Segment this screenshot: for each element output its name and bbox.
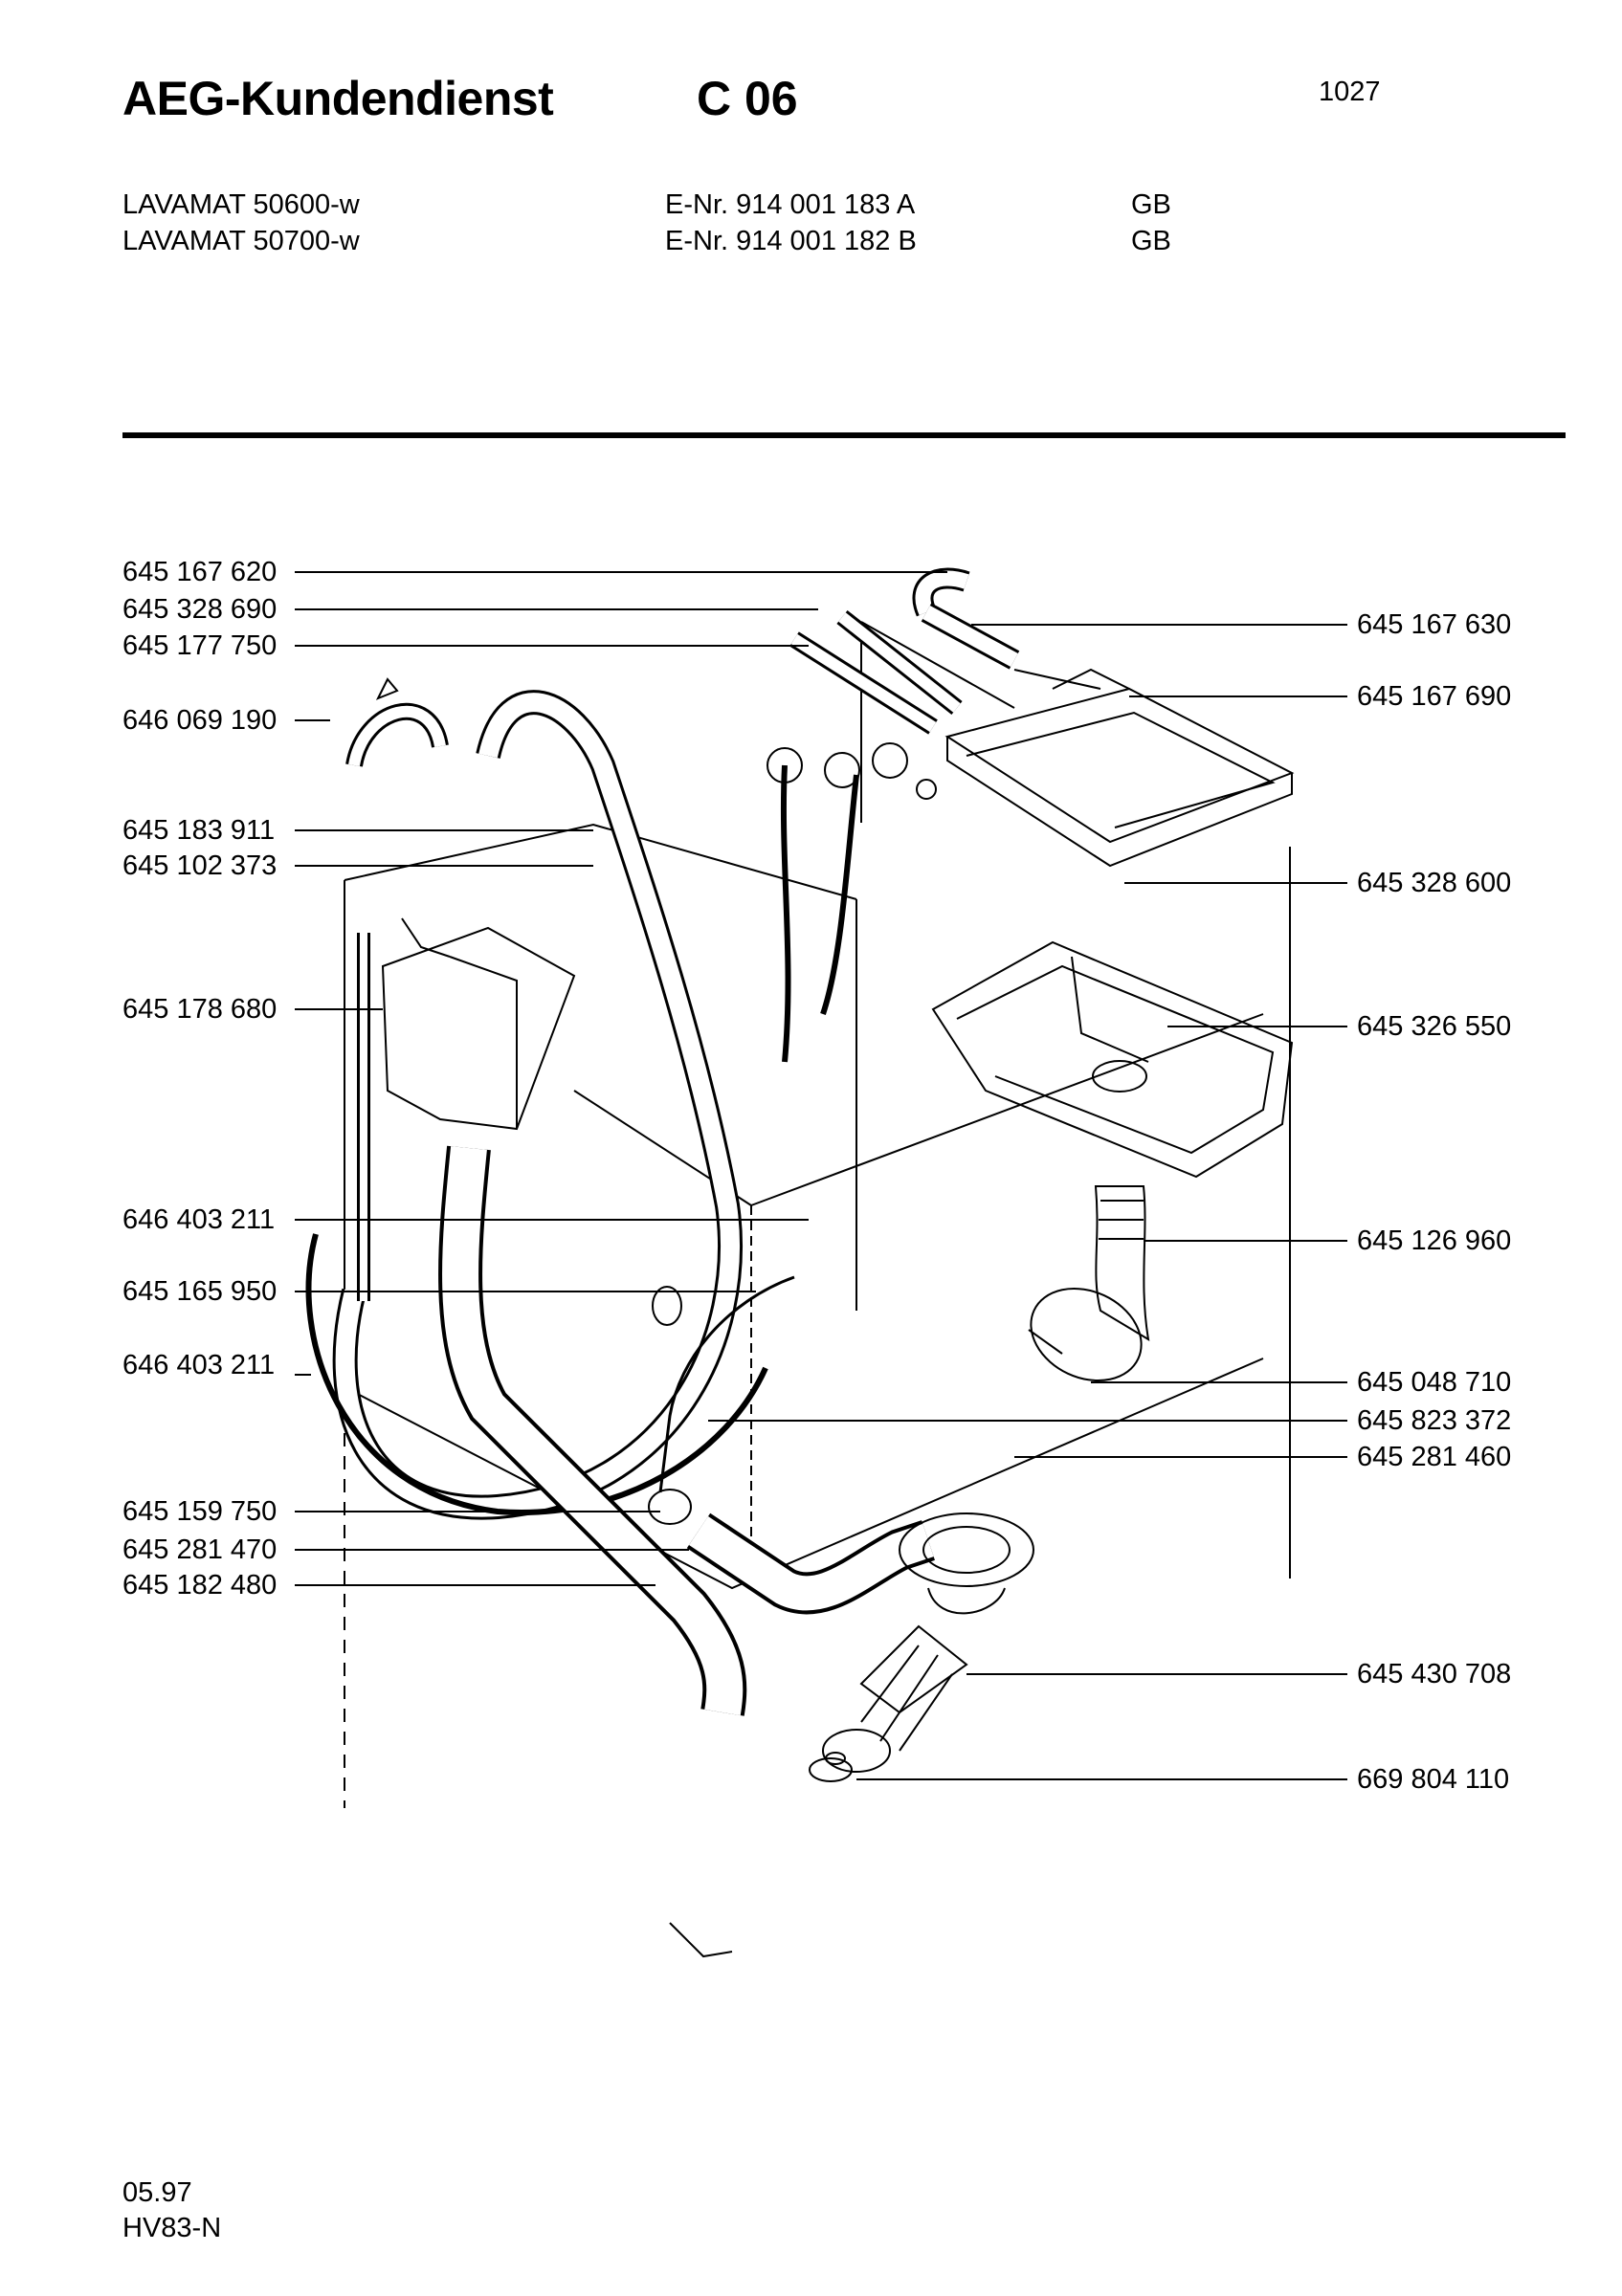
air-trap-hopper: [357, 917, 576, 1301]
cabinet-outline: [344, 621, 1291, 1958]
model-enr-1: E-Nr. 914 001 183 A: [665, 189, 916, 220]
leader-lines: [295, 571, 1347, 1780]
dispenser-tray: [931, 940, 1294, 1179]
part-label-right: 645 048 710: [1357, 1367, 1512, 1398]
part-label-left: 645 177 750: [122, 630, 278, 661]
part-label-right: 645 167 690: [1357, 681, 1512, 712]
part-label-left: 645 328 690: [122, 594, 278, 625]
part-label-left: 645 165 950: [122, 1276, 278, 1307]
drain-hose-coil: [305, 690, 768, 1520]
part-label-left: 646 403 211: [122, 1350, 276, 1380]
model-country-1: GB: [1131, 189, 1171, 220]
section-code: C 06: [697, 72, 798, 125]
hose-holder: [345, 677, 449, 767]
part-label-left: 645 281 470: [122, 1534, 278, 1565]
brand-title: AEG-Kundendienst: [122, 72, 554, 125]
detergent-drawer: [944, 668, 1295, 868]
part-label-right: 645 430 708: [1357, 1659, 1512, 1689]
model-name-1: LAVAMAT 50600-w: [122, 189, 360, 220]
part-label-left: 645 182 480: [122, 1570, 278, 1601]
footer-date: 05.97: [122, 2177, 192, 2208]
part-label-left: 646 069 190: [122, 705, 278, 736]
filling-hoses: [767, 742, 937, 1063]
connector-elbow: [1028, 1185, 1150, 1382]
part-label-left: 645 159 750: [122, 1496, 278, 1527]
part-label-right: 645 823 372: [1357, 1405, 1512, 1436]
pump-drain-hose: [648, 1489, 935, 1615]
header-divider: [122, 432, 1566, 438]
inlet-hoses-top: [789, 567, 1020, 735]
part-label-right: 645 126 960: [1357, 1225, 1512, 1256]
model-enr-2: E-Nr. 914 001 182 B: [665, 226, 917, 256]
standpipe-hose: [438, 1145, 747, 1716]
model-country-2: GB: [1131, 226, 1171, 256]
part-label-right: 645 326 550: [1357, 1011, 1512, 1042]
part-label-right: 669 804 110: [1357, 1764, 1510, 1795]
model-name-2: LAVAMAT 50700-w: [122, 226, 360, 256]
page-number: 1027: [1319, 77, 1381, 107]
part-label-left: 645 183 911: [122, 815, 276, 846]
part-label-left: 646 403 211: [122, 1204, 276, 1235]
part-label-left: 645 167 620: [122, 557, 278, 587]
part-label-left: 645 102 373: [122, 850, 278, 881]
part-label-right: 645 281 460: [1357, 1442, 1512, 1472]
part-label-left: 645 178 680: [122, 994, 278, 1025]
drain-pump: [809, 1512, 1034, 1782]
footer-doc-code: HV83-N: [122, 2213, 222, 2243]
hose-clip: [652, 1275, 795, 1493]
part-label-right: 645 328 600: [1357, 868, 1512, 898]
part-label-right: 645 167 630: [1357, 609, 1512, 640]
